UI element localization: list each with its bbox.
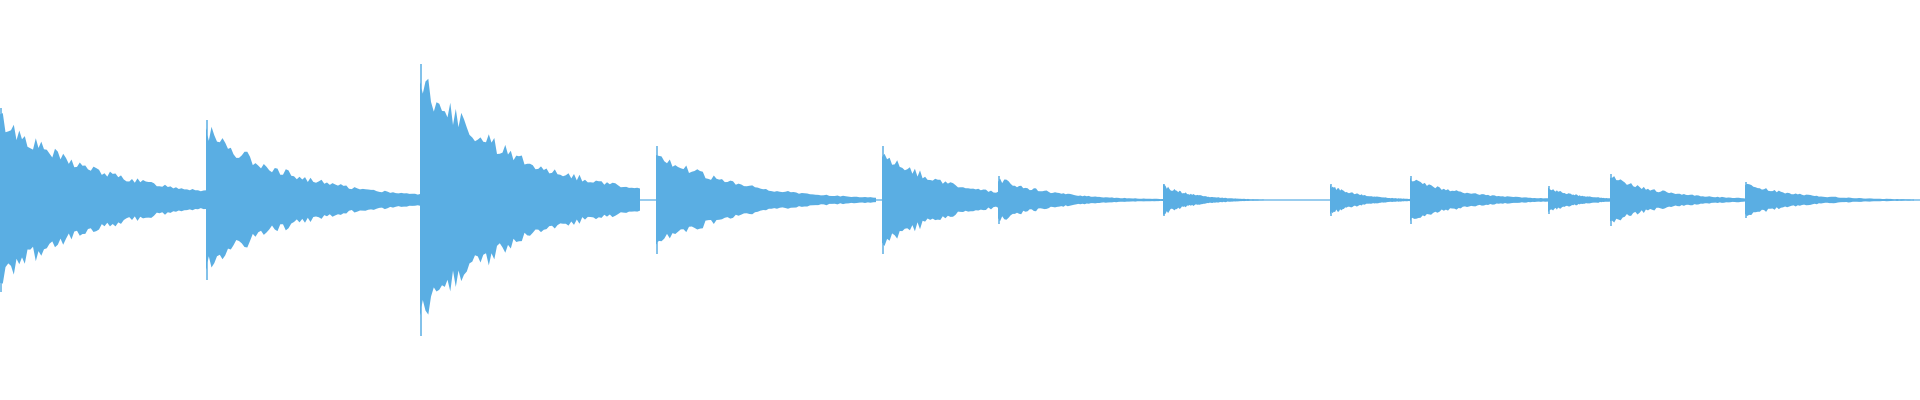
waveform-transient: [1163, 184, 1265, 215]
waveform-transient: [206, 126, 426, 270]
waveform-transients: [0, 64, 1914, 336]
waveform-transient: [420, 78, 640, 316]
waveform-transient: [656, 155, 876, 245]
waveform-transient: [882, 153, 1085, 246]
waveform-transient: [1330, 184, 1432, 215]
waveform-transient: [1610, 176, 1779, 223]
waveform-transient: [1745, 183, 1914, 216]
waveform-transient: [1410, 178, 1579, 221]
waveform-transient: [1548, 187, 1650, 212]
waveform-transient: [0, 113, 220, 284]
waveform-transient: [998, 178, 1167, 222]
